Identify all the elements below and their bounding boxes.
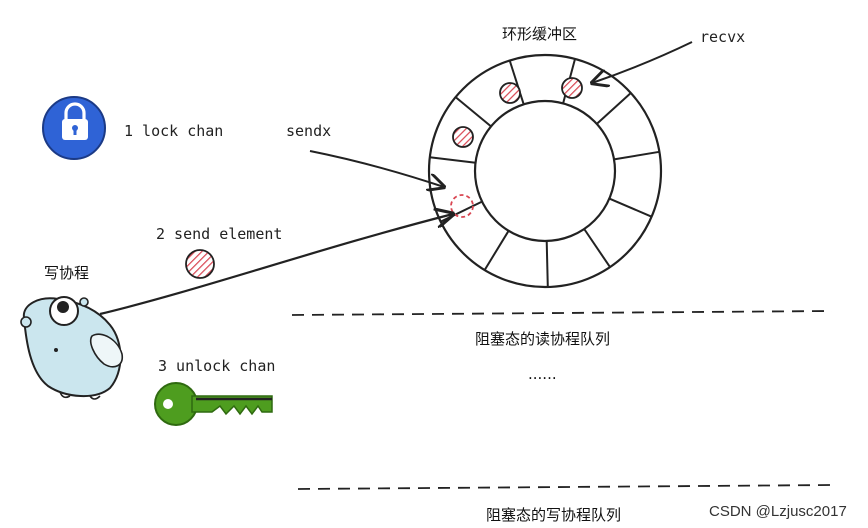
send-element-arrow <box>99 214 453 316</box>
write-queue-divider <box>297 484 835 490</box>
ring-buffer <box>427 53 663 289</box>
element-icon <box>499 82 521 104</box>
ring-dividers <box>429 58 660 288</box>
writer-goroutine-label: 写协程 <box>44 264 89 282</box>
read-queue-ellipsis: ...... <box>528 365 557 383</box>
write-queue-label: 阻塞态的写协程队列 <box>486 506 621 524</box>
ring-outer <box>427 53 663 289</box>
sendx-label: sendx <box>286 122 331 140</box>
ring-slot-divider <box>429 156 476 164</box>
sendx-arrow <box>309 150 444 187</box>
step-1-label: 1 lock chan <box>124 122 223 140</box>
ring-slot-divider <box>454 96 492 128</box>
ring-slot-divider <box>483 230 510 271</box>
ring-slot-divider <box>508 60 525 105</box>
ring-slot-divider <box>440 200 483 223</box>
gopher-icon <box>20 296 124 400</box>
element-icon <box>452 126 474 148</box>
ring-buffer-title: 环形缓冲区 <box>502 25 577 43</box>
step-2-label: 2 send element <box>156 225 282 243</box>
watermark: CSDN @Lzjusc2017 <box>709 503 847 520</box>
element-icon <box>185 249 215 279</box>
ring-slot-divider <box>583 228 611 268</box>
pending-element-slot <box>450 194 474 218</box>
step-3-label: 3 unlock chan <box>158 357 275 375</box>
ring-inner <box>473 99 617 243</box>
ring-slot-divider <box>613 150 660 161</box>
ring-slot-divider <box>608 197 652 218</box>
element-icon <box>561 77 583 99</box>
ring-slot-divider <box>545 240 549 288</box>
read-queue-divider <box>291 310 833 316</box>
recvx-arrow <box>592 41 693 83</box>
recvx-label: recvx <box>700 28 745 46</box>
key-icon <box>154 382 273 426</box>
lock-icon <box>42 96 106 160</box>
ring-slot-divider <box>596 92 632 125</box>
read-queue-label: 阻塞态的读协程队列 <box>475 330 610 348</box>
